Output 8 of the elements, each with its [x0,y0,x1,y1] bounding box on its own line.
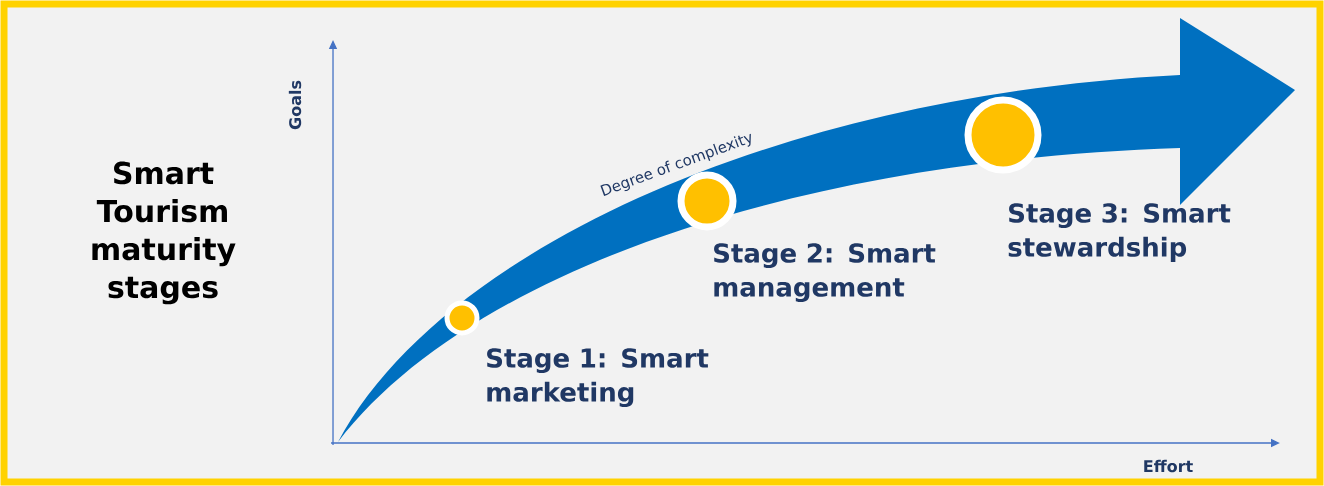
stage-dot [677,171,737,231]
stage-dot [444,300,480,336]
stage-label: Stage 2: Smart management [714,243,936,303]
axis-label: Goals [288,80,302,130]
stage-label: Stage 1: Smart marketing [487,348,709,408]
title: Smart Tourism maturity stages [92,161,236,305]
axis-label: Effort [1144,459,1193,473]
stage-label: Stage 3: Smart stewardship [1008,203,1231,262]
